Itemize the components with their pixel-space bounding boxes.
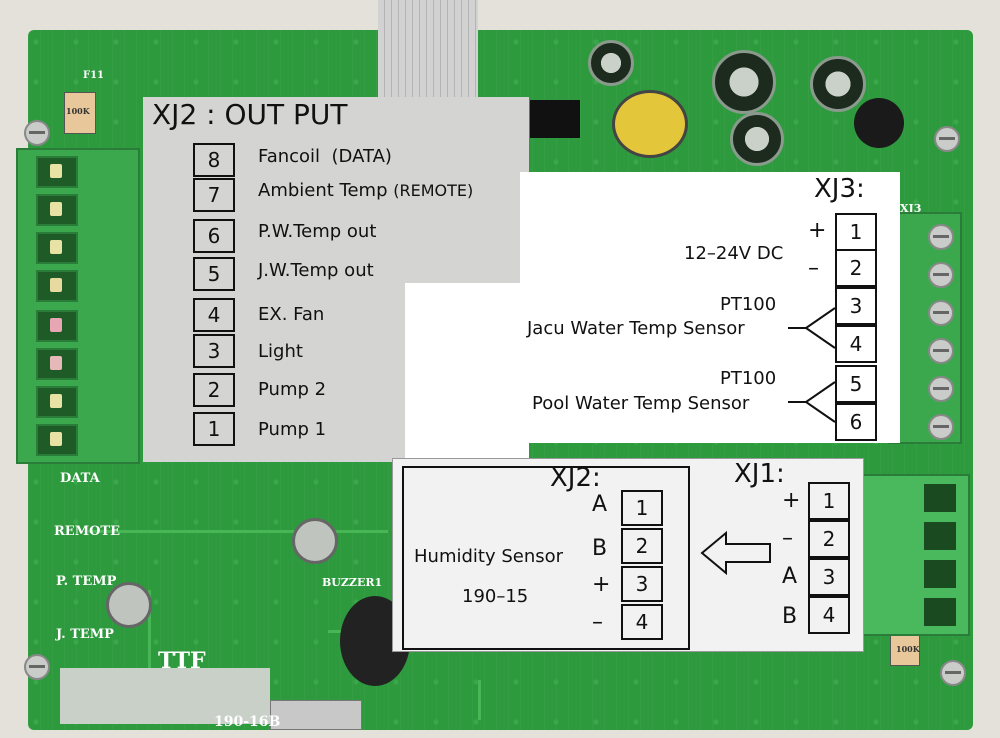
terminal-block-xj1 — [862, 474, 970, 636]
silk-brand: TTF — [158, 648, 206, 674]
xj2-humidity-sign-a: A — [592, 492, 608, 517]
xj2-pin-5-label: J.W.Temp out — [258, 260, 374, 281]
fuse-value: 100K — [896, 644, 920, 654]
capacitor-icon — [588, 40, 634, 86]
xj3-pool-sensor-label: Pool Water Temp Sensor — [532, 393, 750, 414]
xj2-pin-4: 4 — [193, 298, 235, 332]
screw-icon — [940, 660, 966, 686]
xj3-title: XJ3: — [814, 174, 865, 204]
xj3-power-label: 12–24V DC — [684, 243, 784, 264]
inductor-icon — [854, 98, 904, 148]
xj2-pin-1: 1 — [193, 412, 235, 446]
humidity-sensor-box — [402, 466, 690, 650]
xj3-plus-sign: + — [808, 218, 827, 243]
screw-icon — [24, 120, 50, 146]
screw-icon — [934, 126, 960, 152]
sensor-connector-lines — [788, 307, 836, 423]
fuse-value: 100K — [66, 106, 90, 116]
silk-remote: REMOTE — [54, 524, 121, 539]
xj2-humidity-pin-4: 4 — [621, 604, 663, 640]
crystal-icon — [270, 700, 362, 730]
arrow-left-icon — [700, 530, 771, 576]
xj1-sign-minus: – — [782, 526, 793, 551]
silk-part-code: 190-16B — [214, 714, 281, 730]
xj3-pin-2: 2 — [835, 249, 877, 287]
xj2-pin-5: 5 — [193, 257, 235, 291]
xj2-humidity-sign-plus: + — [592, 572, 611, 597]
xj1-pin-1: 1 — [808, 482, 850, 520]
xj2-humidity-pin-1: 1 — [621, 490, 663, 526]
inductor-icon — [612, 90, 688, 158]
xj2-humidity-pin-3: 3 — [621, 566, 663, 602]
humidity-sensor-label: Humidity Sensor — [414, 546, 564, 567]
xj3-pt100-jacu: PT100 — [720, 294, 777, 315]
xj1-sign-b: B — [782, 604, 798, 629]
xj2-humidity-title: XJ2: — [550, 463, 601, 493]
xj3-pt100-pool: PT100 — [720, 368, 777, 389]
xj2-pin-7-label: Ambient Temp (REMOTE) — [258, 180, 474, 201]
xj2-pin-8: 8 — [193, 143, 235, 177]
xj2-humidity-sign-minus: – — [592, 610, 603, 635]
terminal-block-xj3 — [888, 212, 962, 444]
xj1-title: XJ1: — [734, 459, 785, 489]
xj3-pin-5: 5 — [835, 365, 877, 403]
xj2-pin-2-label: Pump 2 — [258, 379, 327, 400]
display-connector-icon — [60, 668, 270, 724]
silk-xj3: XJ3 — [900, 202, 922, 215]
xj3-pin-4: 4 — [835, 325, 877, 363]
xj3-pin-3: 3 — [835, 287, 877, 325]
xj2-pin-3-label: Light — [258, 341, 303, 362]
xj2-output-title: XJ2 : OUT PUT — [152, 98, 348, 131]
capacitor-icon — [730, 112, 784, 166]
xj2-pin-1-label: Pump 1 — [258, 419, 327, 440]
silk-p-temp: P. TEMP — [56, 574, 117, 589]
xj2-pin-8-label: Fancoil (DATA) — [258, 146, 392, 167]
xj3-jacu-sensor-label: Jacu Water Temp Sensor — [527, 318, 745, 339]
ribbon-cable — [378, 0, 478, 98]
xj2-pin-4-label: EX. Fan — [258, 304, 325, 325]
capacitor-icon — [810, 56, 866, 112]
xj1-sign-plus: + — [782, 488, 801, 513]
terminal-block-xj2 — [16, 148, 140, 464]
xj3-pin-1: 1 — [835, 213, 877, 251]
fuse-icon — [64, 92, 96, 134]
capacitor-icon — [712, 50, 776, 114]
silk-data: DATA — [60, 471, 100, 486]
screw-icon — [24, 654, 50, 680]
xj2-pin-7: 7 — [193, 178, 235, 212]
xj2-output-label-panel-white — [405, 283, 529, 463]
xj2-pin-6: 6 — [193, 219, 235, 253]
xj1-pin-3: 3 — [808, 558, 850, 596]
silk-j-temp: J. TEMP — [56, 627, 114, 642]
xj2-humidity-sign-b: B — [592, 536, 608, 561]
silk-buzzer: BUZZER1 — [322, 576, 383, 589]
xj2-humidity-pin-2: 2 — [621, 528, 663, 564]
xj1-pin-4: 4 — [808, 596, 850, 634]
silk-fuse: F11 — [83, 70, 105, 81]
mounting-hole-icon — [292, 518, 338, 564]
xj3-pin-6: 6 — [835, 403, 877, 441]
regulator-ic-icon — [530, 100, 580, 138]
xj3-minus-sign: – — [808, 256, 819, 281]
xj2-pin-2: 2 — [193, 373, 235, 407]
mounting-hole-icon — [106, 582, 152, 628]
xj2-pin-6-label: P.W.Temp out — [258, 221, 377, 242]
xj1-pin-2: 2 — [808, 520, 850, 558]
xj1-sign-a: A — [782, 564, 798, 589]
humidity-sensor-model: 190–15 — [462, 586, 529, 607]
xj2-pin-3: 3 — [193, 334, 235, 368]
